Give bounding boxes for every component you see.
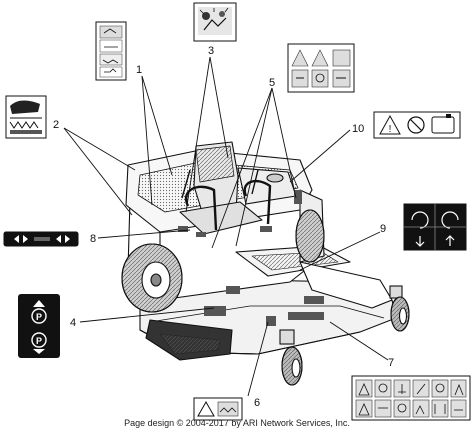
svg-text:P: P [36,336,42,346]
callout-3: 3 [208,45,215,57]
copyright-footer: Page design © 2004-2017 by ARI Network S… [124,418,350,428]
callout-6: 6 [254,397,261,409]
leader-lines [63,56,389,397]
callout-10: 10 [352,123,365,135]
svg-text:!: ! [389,124,392,135]
decal-parking-brake: P P [18,294,60,358]
decal-operator-warning [287,43,355,93]
callout-2: 2 [53,119,60,131]
mower-decal-marks [178,190,324,326]
decal-steering-motion [403,203,467,251]
decal-control-lever-instruction [95,21,127,81]
decal-top-warning [193,2,237,42]
decal-hand-warning [5,95,47,139]
decal-direction-arrows [3,231,79,247]
svg-text:P: P [36,312,42,322]
rear-wheel-left [121,243,183,313]
callout-1: 1 [136,64,143,76]
front-caster-right [389,285,410,332]
callout-9: 9 [380,223,387,235]
callout-7: 7 [388,357,395,369]
decal-deck-warning [193,397,243,421]
callout-4: 4 [70,317,77,329]
callout-5: 5 [269,77,276,89]
decal-fuel-warning: ! [373,111,461,139]
decal-safety-panel [351,375,471,421]
front-caster-left [279,329,303,386]
callout-8: 8 [90,233,97,245]
rear-wheel-right [295,209,325,263]
